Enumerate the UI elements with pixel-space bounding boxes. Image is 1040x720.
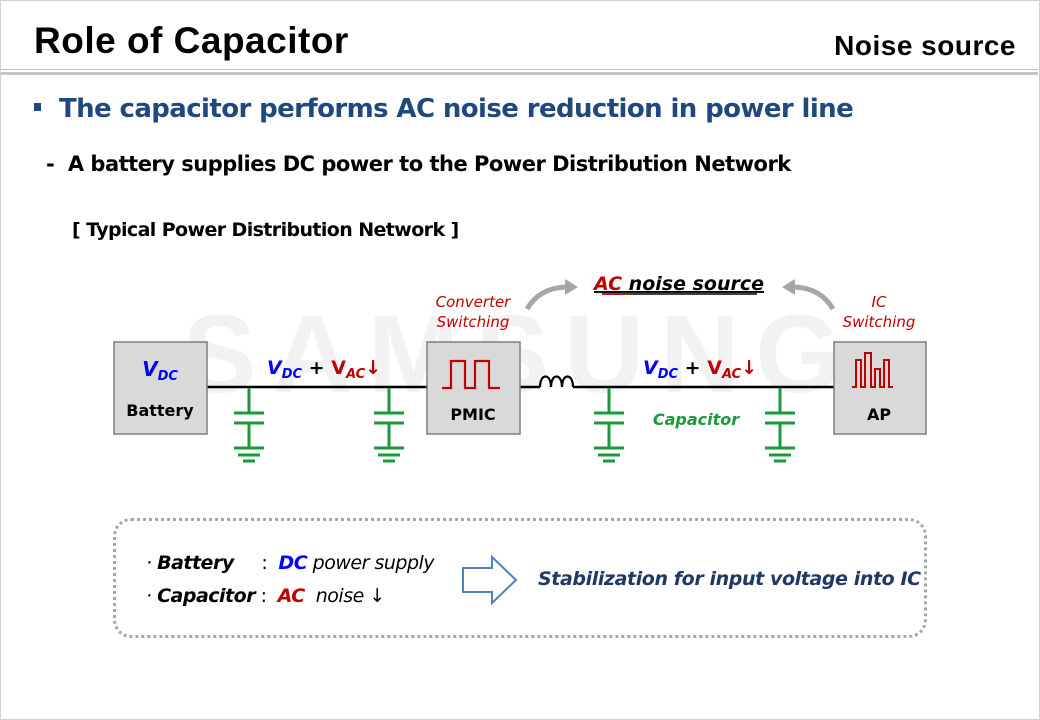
sub-bullet: - A battery supplies DC power to the Pow… (46, 152, 791, 176)
switching-label: Switching (437, 313, 510, 331)
capacitor-icon (594, 388, 624, 463)
main-bullet-text: The capacitor performs AC noise reductio… (59, 94, 854, 124)
capacitor-label: Capacitor (653, 410, 740, 429)
capacitor-icon (374, 388, 404, 463)
ac-noise-source-title: AC noise source (592, 273, 764, 295)
battery-label: Battery (126, 401, 194, 420)
ap-label: AP (867, 405, 891, 424)
diagram-caption: [ Typical Power Distribution Network ] (72, 219, 459, 241)
converter-label: Converter (436, 293, 512, 311)
header-rule-thick (1, 72, 1038, 75)
ic-switching-label: Switching (843, 313, 916, 331)
inductor-icon (538, 375, 575, 388)
ac-term: AC (277, 585, 306, 607)
battery-term: Battery (157, 552, 234, 574)
curved-arrow-right-icon (782, 279, 836, 311)
stabilization-result: Stabilization for input voltage into IC (538, 568, 921, 590)
slide-title: Role of Capacitor (34, 20, 349, 61)
pmic-label: PMIC (450, 405, 495, 424)
voltage-label-right: VDC + VAC↓ (643, 357, 757, 382)
ic-label: IC (872, 293, 887, 311)
square-bullet-icon (34, 102, 41, 111)
irregular-wave-icon (852, 352, 893, 388)
dash-marker: - (46, 152, 55, 176)
square-wave-icon (442, 359, 500, 390)
summary-capacitor-line: · Capacitor : AC noise ↓ (146, 585, 385, 607)
dc-term: DC (278, 552, 308, 574)
section-label: Noise source (834, 30, 1016, 61)
voltage-label-left: VDC + VAC↓ (267, 357, 381, 382)
battery-voltage: VDC (142, 357, 178, 384)
summary-box (113, 518, 927, 638)
capacitor-icon (765, 388, 795, 463)
curved-arrow-left-icon (524, 279, 578, 311)
main-bullet: The capacitor performs AC noise reductio… (34, 94, 854, 124)
summary-battery-line: · Battery : DC power supply (146, 552, 435, 574)
capacitor-term: Capacitor (157, 585, 256, 607)
sub-bullet-text: A battery supplies DC power to the Power… (67, 152, 791, 176)
hollow-right-arrow-icon (462, 554, 518, 606)
header-rule-thin (1, 69, 1038, 70)
battery-box (113, 341, 208, 435)
capacitor-icon (234, 388, 264, 463)
